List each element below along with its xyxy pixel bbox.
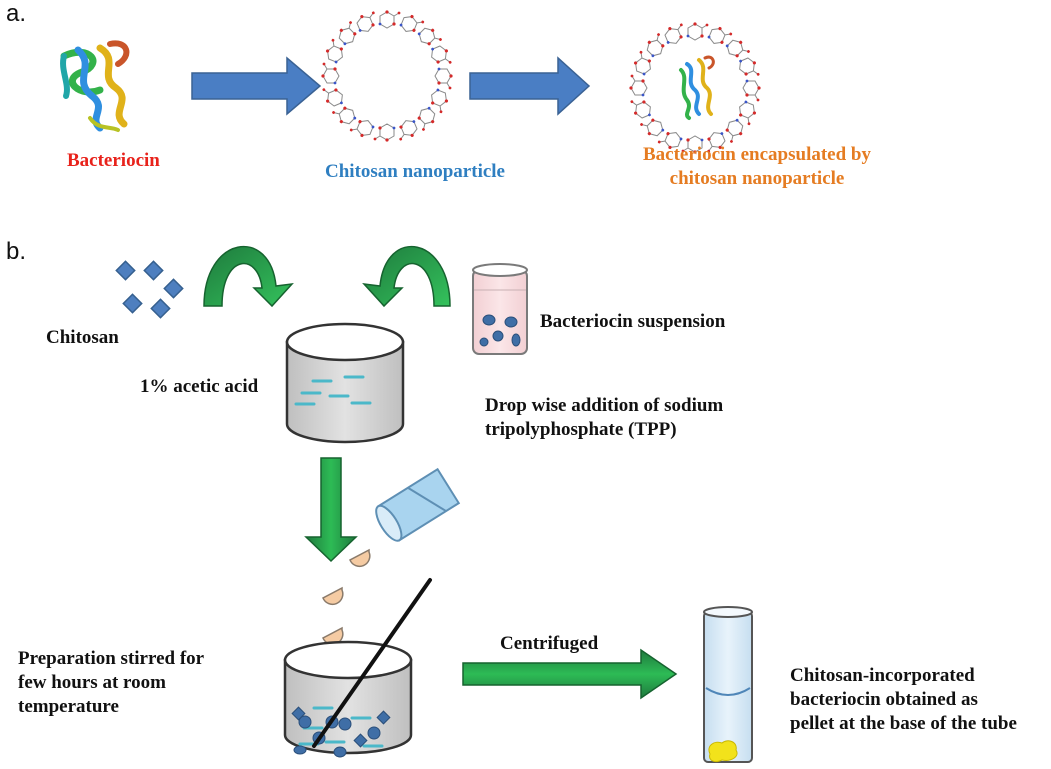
stir-rod xyxy=(312,578,432,748)
result-label-line1: Chitosan-incorporated xyxy=(790,665,975,686)
bacteriocin-protein-icon xyxy=(60,40,130,132)
chitosan-nanoparticle-label: Chitosan nanoparticle xyxy=(325,161,505,182)
chitosan-label: Chitosan xyxy=(46,327,119,348)
arrow-to-nanoparticle xyxy=(191,56,322,116)
result-label-line2: bacteriocin obtained as xyxy=(790,689,978,710)
stirred-label-line2: few hours at room xyxy=(18,672,166,693)
arrow-down-to-tpp xyxy=(304,457,358,563)
centrifuge-tube xyxy=(703,606,753,763)
panel-b-letter: b. xyxy=(6,238,27,265)
pellet xyxy=(708,740,738,763)
arrow-centrifuged xyxy=(462,648,678,700)
result-label: Chitosan-incorporated bacteriocin obtain… xyxy=(790,664,1017,736)
tpp-tube-icon xyxy=(375,467,461,542)
tpp-label: Drop wise addition of sodium tripolyphos… xyxy=(485,394,723,442)
tpp-label-line2: tripolyphosphate (TPP) xyxy=(485,419,677,440)
bacteriocin-label: Bacteriocin xyxy=(67,150,160,171)
encapsulated-bacteriocin-icon xyxy=(628,21,762,155)
stirred-label-line3: temperature xyxy=(18,696,119,717)
tpp-droplets xyxy=(322,548,371,646)
bacteriocin-suspension-label: Bacteriocin suspension xyxy=(540,311,726,332)
acetic-acid-label: 1% acetic acid xyxy=(140,376,259,397)
arrow-to-encapsulated xyxy=(469,56,591,116)
bacteriocin-suspension-tube xyxy=(472,263,528,355)
tpp-label-line1: Drop wise addition of sodium xyxy=(485,395,724,416)
encapsulated-label-line1: Bacteriocin encapsulated by xyxy=(643,144,871,165)
encapsulated-label: Bacteriocin encapsulated by chitosan nan… xyxy=(622,143,892,191)
panel-a-letter: a. xyxy=(6,0,27,27)
result-label-line3: pellet at the base of the tube xyxy=(790,713,1017,734)
stirred-label: Preparation stirred for few hours at roo… xyxy=(18,647,204,719)
chitosan-nanoparticle-ring xyxy=(320,9,454,143)
encapsulated-label-line2: chitosan nanoparticle xyxy=(669,168,845,189)
stirred-label-line1: Preparation stirred for xyxy=(18,648,205,669)
centrifuged-label: Centrifuged xyxy=(500,633,599,654)
acetic-acid-beaker xyxy=(285,322,405,444)
curved-arrow-chitosan xyxy=(203,245,294,308)
chitosan-granules-icon xyxy=(115,260,184,319)
curved-arrow-suspension xyxy=(362,245,451,308)
